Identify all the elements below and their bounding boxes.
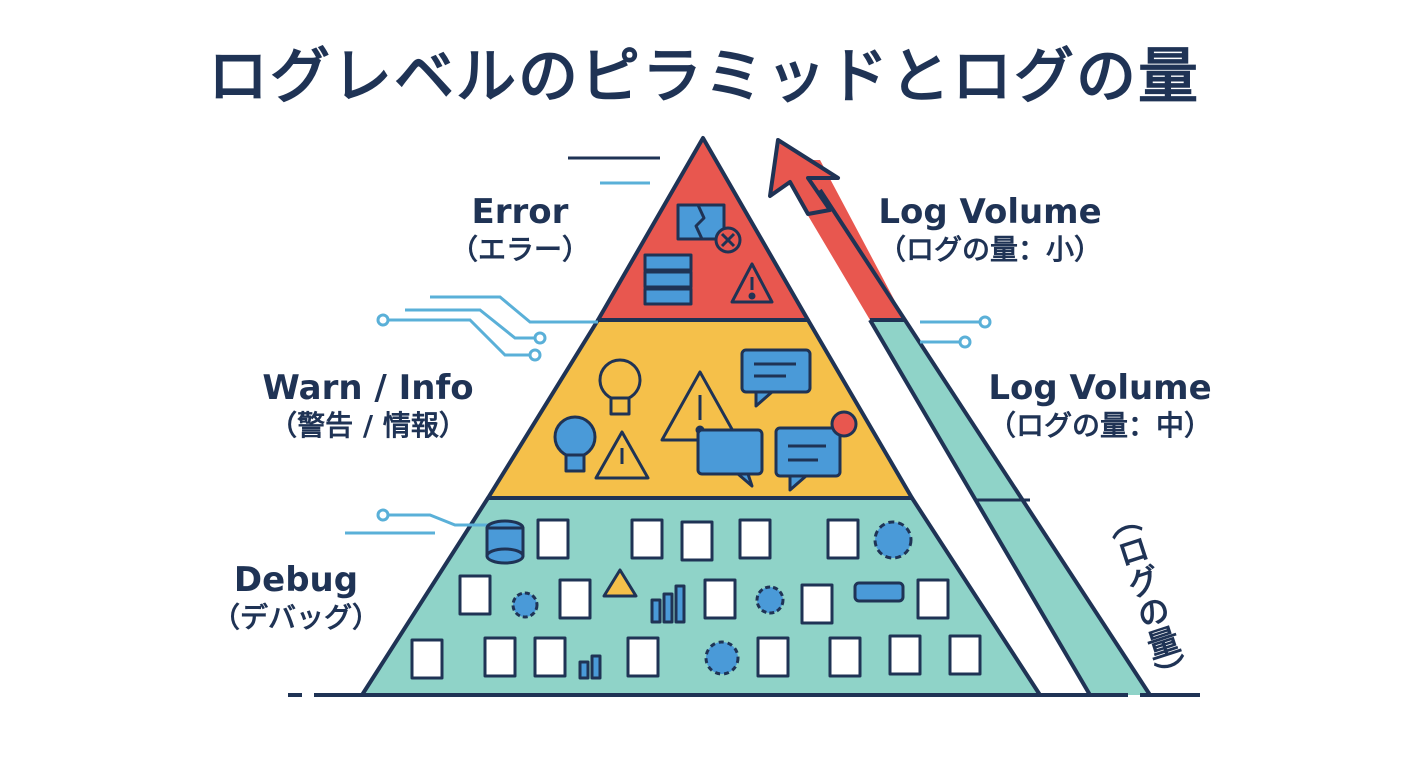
document-icon bbox=[410, 518, 982, 680]
warning-icon bbox=[602, 568, 638, 598]
warning-icon bbox=[730, 262, 774, 304]
volume-label-mid: Log Volume （ログの量：中） bbox=[960, 368, 1240, 444]
lightbulb-icon bbox=[598, 358, 642, 416]
database-icon bbox=[485, 519, 525, 565]
debug-icons bbox=[410, 518, 982, 680]
lightbulb-icon bbox=[553, 415, 597, 473]
level-jp-warn-info: （警告 / 情報） bbox=[269, 409, 467, 442]
code-icon bbox=[853, 581, 905, 603]
volume-small-jp: （ログの量：小） bbox=[877, 233, 1102, 266]
level-name-debug: Debug bbox=[233, 560, 359, 600]
level-name-warn-info: Warn / Info bbox=[262, 368, 474, 408]
chat-icon bbox=[740, 348, 812, 408]
volume-band-teal bbox=[870, 320, 1150, 695]
level-jp-debug: （デバッグ） bbox=[211, 601, 380, 634]
gear-icon bbox=[511, 520, 913, 676]
warning-icon bbox=[594, 430, 650, 480]
volume-mid-jp: （ログの量：中） bbox=[987, 409, 1212, 442]
arrow-head-icon bbox=[768, 138, 840, 216]
volume-label-small: Log Volume （ログの量：小） bbox=[850, 192, 1130, 268]
level-jp-error: （エラー） bbox=[449, 233, 590, 266]
circuit-lines bbox=[345, 156, 992, 535]
chat-alert-icon bbox=[774, 410, 858, 492]
chart-icon bbox=[578, 584, 686, 680]
server-icon bbox=[643, 253, 693, 306]
warn-icons bbox=[553, 348, 858, 492]
page-title: ログレベルのピラミッドとログの量 bbox=[208, 42, 1200, 112]
level-label-error: Error （エラー） bbox=[440, 192, 600, 268]
level-name-error: Error bbox=[471, 192, 569, 232]
level-label-debug: Debug （デバッグ） bbox=[196, 560, 396, 636]
level-label-warn-info: Warn / Info （警告 / 情報） bbox=[228, 368, 508, 444]
chat-icon bbox=[696, 428, 764, 488]
volume-mid-title: Log Volume bbox=[988, 368, 1212, 408]
volume-arrow bbox=[768, 138, 1152, 697]
volume-small-title: Log Volume bbox=[878, 192, 1102, 232]
error-icons bbox=[643, 203, 774, 306]
